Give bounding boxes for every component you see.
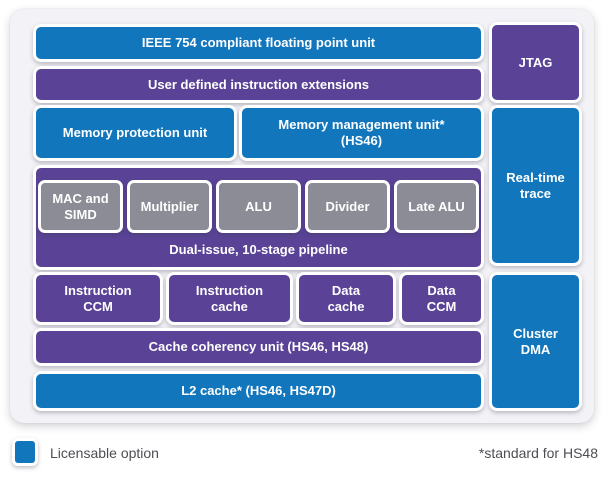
footnote: *standard for HS48 bbox=[478, 445, 598, 461]
block-instruction-ccm: Instruction CCM bbox=[33, 272, 163, 325]
block-l2-cache: L2 cache* (HS46, HS47D) bbox=[33, 371, 484, 411]
pipeline-unit-alu: ALU bbox=[216, 180, 301, 233]
block-data-cache: Data cache bbox=[296, 272, 396, 325]
block-user-defined-instruction-extensions: User defined instruction extensions bbox=[33, 66, 484, 103]
pipeline-unit-mac-simd: MAC and SIMD bbox=[38, 180, 123, 233]
pipeline-unit-multiplier: Multiplier bbox=[127, 180, 212, 233]
licensable-option-swatch bbox=[12, 438, 38, 466]
block-cache-coherency-unit: Cache coherency unit (HS46, HS48) bbox=[33, 328, 484, 366]
block-ieee-754-fpu: IEEE 754 compliant floating point unit bbox=[33, 24, 484, 62]
pipeline-unit-divider: Divider bbox=[305, 180, 390, 233]
pipeline-container: MAC and SIMD Multiplier ALU Divider Late… bbox=[33, 165, 484, 270]
block-cluster-dma: Cluster DMA bbox=[489, 272, 582, 411]
block-memory-management-unit: Memory management unit* (HS46) bbox=[239, 105, 484, 161]
block-instruction-cache: Instruction cache bbox=[166, 272, 293, 325]
pipeline-unit-late-alu: Late ALU bbox=[394, 180, 479, 233]
pipeline-caption: Dual-issue, 10-stage pipeline bbox=[169, 242, 348, 257]
pipeline-units-row: MAC and SIMD Multiplier ALU Divider Late… bbox=[38, 180, 479, 233]
legend: Licensable option *standard for HS48 bbox=[0, 430, 606, 480]
block-memory-protection-unit: Memory protection unit bbox=[33, 105, 237, 161]
legend-label: Licensable option bbox=[50, 445, 159, 461]
block-jtag: JTAG bbox=[489, 22, 582, 103]
block-real-time-trace: Real-time trace bbox=[489, 105, 582, 266]
block-data-ccm: Data CCM bbox=[399, 272, 484, 325]
